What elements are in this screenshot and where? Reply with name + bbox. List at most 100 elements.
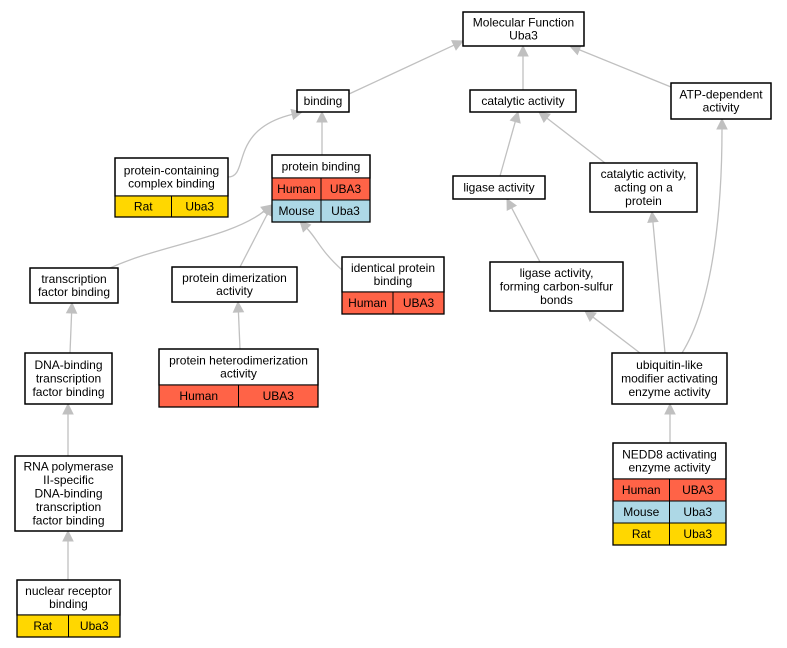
node-label-line: protein-containing	[124, 163, 219, 177]
edges-layer	[62, 40, 728, 580]
node-label-line: complex binding	[128, 177, 215, 191]
gene-symbol: UBA3	[682, 483, 714, 497]
edge-caop-to-catalytic	[538, 111, 606, 164]
edge-pda-to-pb	[239, 204, 273, 268]
gene-symbol: Uba3	[683, 505, 712, 519]
node-label-line: acting on a	[614, 181, 673, 195]
node-outline	[29, 267, 119, 304]
edge-dna-to-tfb	[65, 301, 78, 354]
gene-symbol: Uba3	[683, 527, 712, 541]
node-label-line: transcription	[41, 272, 106, 286]
node-label-line: catalytic activity	[481, 94, 564, 108]
edge-line	[306, 227, 343, 271]
edge-line	[652, 221, 666, 354]
arrowhead	[584, 310, 597, 322]
node-label-line: binding	[374, 274, 413, 288]
arrowhead	[62, 529, 74, 542]
node-box	[171, 266, 298, 303]
arrowhead	[299, 220, 312, 233]
node-box	[16, 579, 121, 616]
node-label-line: binding	[49, 597, 88, 611]
node-box	[670, 82, 772, 120]
edge-phd-to-pda	[232, 300, 245, 350]
species-name: Human	[348, 296, 387, 310]
go-term-node-rnap[interactable]: RNA polymeraseII-specificDNA-bindingtran…	[14, 455, 123, 532]
edge-line	[109, 210, 265, 269]
node-label-line: ATP-dependent	[679, 87, 763, 101]
node-label-line: NEDD8 activating	[622, 447, 717, 461]
node-outline	[158, 348, 319, 408]
node-outline	[670, 82, 772, 120]
node-box	[158, 348, 319, 386]
edge-line	[546, 117, 606, 164]
node-label-line: protein dimerization	[182, 271, 287, 285]
edge-line	[348, 44, 455, 95]
node-label-line: DNA-binding	[34, 358, 102, 372]
edge-atp-to-root	[568, 44, 672, 88]
edge-nrb-to-rnap	[62, 529, 74, 580]
node-label-line: binding	[304, 94, 343, 108]
node-box	[341, 256, 445, 293]
node-label-line: activity	[220, 367, 257, 381]
arrowhead	[62, 402, 74, 415]
node-label-line: enzyme activity	[628, 385, 710, 399]
node-label-line: identical protein	[351, 261, 435, 275]
node-label-line: factor binding	[38, 285, 110, 299]
node-outline	[14, 455, 123, 532]
go-term-node-catalytic[interactable]: catalytic activity	[469, 89, 577, 113]
node-box	[462, 11, 585, 47]
arrowhead	[451, 40, 465, 51]
edge-binding-to-root	[348, 40, 465, 95]
gene-symbol: UBA3	[330, 182, 362, 196]
node-label-line: modifier activating	[621, 372, 718, 386]
species-name: Rat	[134, 200, 153, 214]
node-outline	[24, 352, 113, 405]
node-outline	[296, 89, 350, 113]
edge-line	[681, 128, 723, 354]
go-term-node-ligase[interactable]: ligase activity	[452, 175, 546, 200]
gene-symbol: UBA3	[403, 296, 435, 310]
node-label-line: bonds	[540, 293, 573, 307]
arrowhead	[538, 111, 551, 124]
node-outline	[114, 157, 229, 218]
go-term-node-lcs[interactable]: ligase activity,forming carbon-sulfurbon…	[489, 261, 624, 312]
edge-catalytic-to-root	[517, 44, 529, 90]
node-label-line: factor binding	[32, 513, 104, 527]
node-outline	[171, 266, 298, 303]
edge-nedd8-to-ubl	[664, 402, 676, 443]
go-term-node-binding[interactable]: binding	[296, 89, 350, 113]
edge-ubl-to-atp	[681, 117, 728, 354]
species-name: Mouse	[278, 204, 314, 218]
node-label-line: protein heterodimerization	[169, 353, 308, 367]
node-label-line: protein binding	[282, 160, 361, 174]
node-outline	[452, 175, 546, 200]
node-label-line: enzyme activity	[628, 461, 710, 475]
species-name: Human	[277, 182, 316, 196]
species-name: Rat	[33, 619, 52, 633]
node-box	[612, 442, 727, 480]
node-outline	[612, 442, 727, 546]
node-label-line: Uba3	[509, 29, 538, 43]
node-outline	[589, 162, 698, 213]
species-name: Human	[179, 389, 218, 403]
